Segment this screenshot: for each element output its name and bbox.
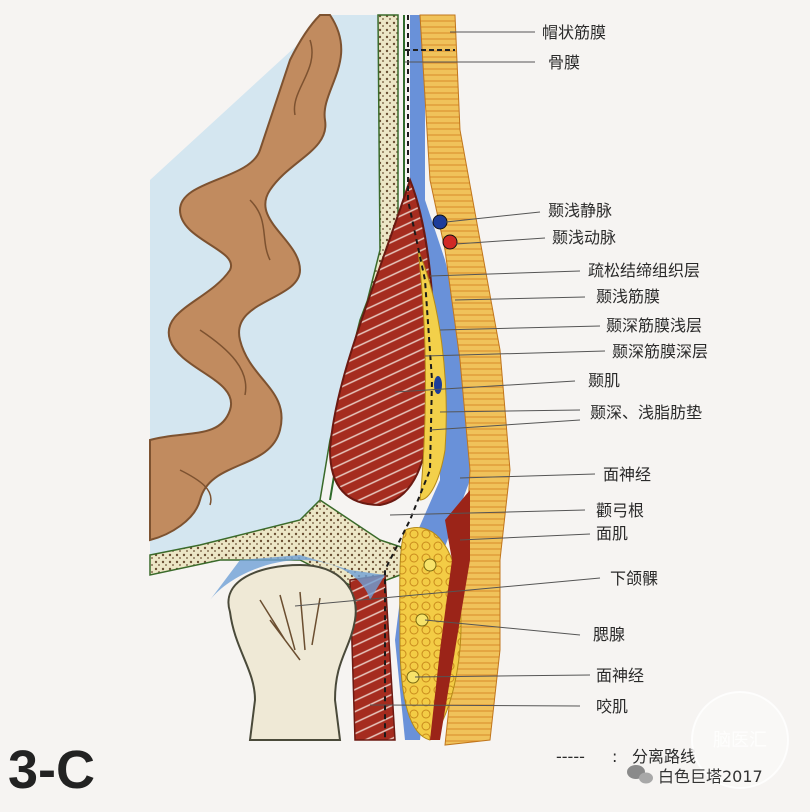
label-superficial-temporal-fascia: 颞浅筋膜	[596, 287, 660, 306]
superficial-temporal-artery	[442, 234, 458, 250]
leader-lines	[294, 31, 606, 707]
watermark-account: 白色巨塔2017	[658, 767, 763, 786]
legend-text: 分离路线	[632, 747, 696, 766]
watermark-badge: 脑医汇	[713, 730, 767, 751]
superficial-temporal-vein	[432, 214, 448, 230]
facial-muscle	[430, 490, 470, 740]
figure-label: 3-C	[8, 740, 95, 800]
facial-nerve-branch	[423, 558, 437, 572]
legend: ----- : 分离路线	[556, 747, 696, 766]
label-superficial-temporal-artery: 颞浅动脉	[552, 228, 616, 247]
label-periosteum: 骨膜	[548, 53, 580, 72]
label-deep-fascia-deep: 颞深筋膜深层	[612, 342, 708, 361]
brain-gyrus-inner	[179, 39, 313, 506]
joint-capsule	[210, 555, 385, 600]
label-mandibular-condyle: 下颌髁	[610, 569, 658, 588]
mandibular-condyle	[227, 563, 357, 741]
watermark: 脑医汇 白色巨塔2017	[627, 691, 789, 789]
label-facial-nerve-upper: 面神经	[603, 465, 651, 484]
middle-temporal-vein	[434, 376, 442, 394]
label-parotid: 腮腺	[593, 625, 625, 644]
watermark-badge-circle	[691, 691, 789, 789]
label-facial-nerve-lower: 面神经	[596, 666, 644, 685]
label-galea: 帽状筋膜	[542, 23, 606, 42]
label-zygomatic-root: 颧弓根	[596, 501, 644, 520]
condyle-trabeculae	[259, 591, 321, 661]
label-superficial-temporal-vein: 颞浅静脉	[548, 201, 612, 220]
brain-cortex	[149, 14, 343, 542]
label-fat-pads: 颞深、浅脂肪垫	[590, 403, 702, 422]
label-loose-connective-layer: 疏松结缔组织层	[588, 261, 700, 280]
label-temporal-muscle: 颞肌	[588, 371, 620, 390]
label-masseter: 咬肌	[596, 697, 628, 716]
masseter-muscle	[349, 574, 396, 741]
legend-symbol: -----	[556, 747, 585, 766]
scalp-skin	[419, 14, 511, 746]
wechat-icon	[627, 765, 653, 784]
legend-separator: :	[612, 747, 617, 766]
dissection-path	[384, 15, 434, 740]
label-facial-muscle: 面肌	[596, 524, 628, 543]
label-deep-fascia-superficial: 颞深筋膜浅层	[606, 316, 702, 335]
